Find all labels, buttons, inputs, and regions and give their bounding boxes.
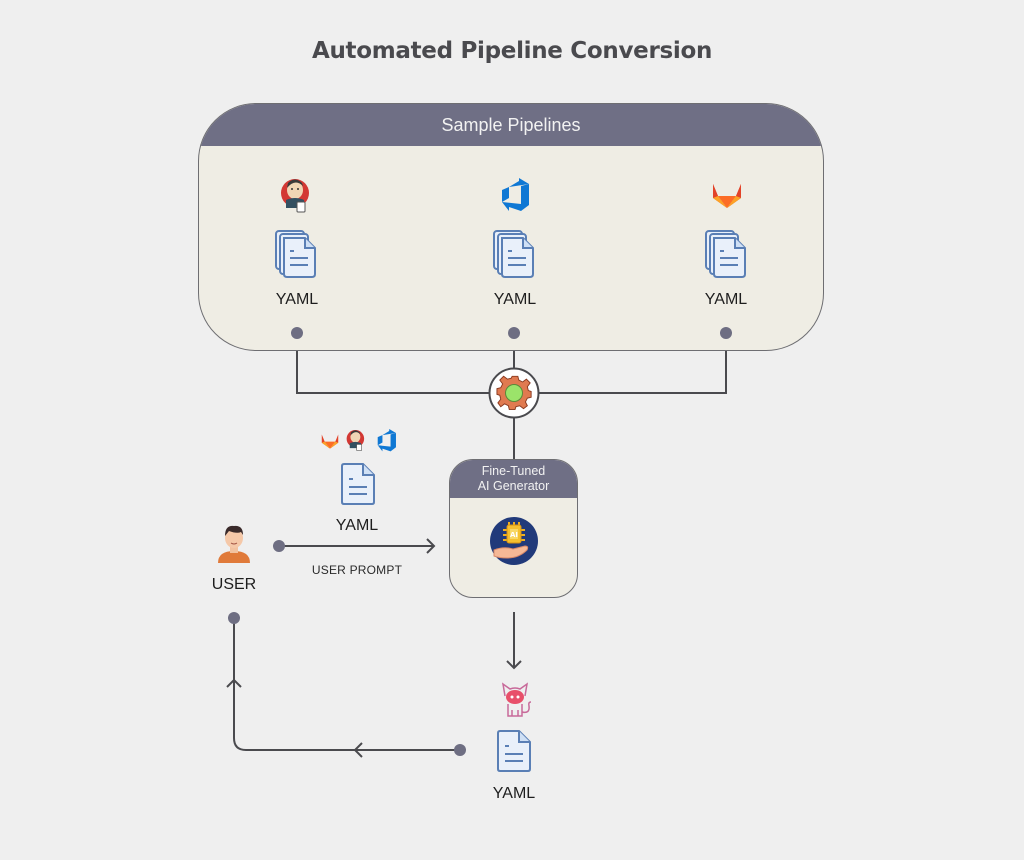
connector-dot xyxy=(454,744,466,756)
github-octocat-icon xyxy=(501,682,532,717)
ai-generator-header: Fine-Tuned AI Generator xyxy=(450,460,577,498)
jenkins-icon xyxy=(281,179,309,213)
pipeline-label-jenkins: YAML xyxy=(275,291,319,308)
ai-generator-title-line1: Fine-Tuned xyxy=(481,464,546,478)
connector-gitlab xyxy=(538,333,727,394)
arrowhead-output xyxy=(506,660,522,670)
gitlab-icon xyxy=(321,434,339,449)
ai-chip-hand-icon: AI xyxy=(490,517,538,565)
svg-text:AI: AI xyxy=(510,531,518,539)
arrowhead-user-prompt xyxy=(426,538,436,554)
pipeline-label-gitlab: YAML xyxy=(704,291,748,308)
connector-jenkins xyxy=(296,333,490,394)
azure-devops-icon xyxy=(502,178,529,211)
user-input-file-label: YAML xyxy=(335,517,379,534)
connector-dot xyxy=(720,327,732,339)
jenkins-icon xyxy=(346,430,365,451)
gear-icon xyxy=(488,367,540,419)
stacked-documents-icon xyxy=(493,230,534,278)
output-file-label: YAML xyxy=(492,785,536,802)
document-icon xyxy=(497,730,531,772)
sample-pipelines-header: Sample Pipelines xyxy=(199,104,823,146)
arrowhead-return-left xyxy=(353,742,363,758)
diagram-title: Automated Pipeline Conversion xyxy=(311,38,713,64)
arrowhead-return-up xyxy=(226,678,242,688)
user-prompt-label: USER PROMPT xyxy=(311,563,403,577)
ai-generator-title-line2: AI Generator xyxy=(477,479,550,493)
stacked-documents-icon xyxy=(705,230,746,278)
connector-dot xyxy=(508,327,520,339)
gitlab-icon xyxy=(713,184,741,208)
azure-devops-icon xyxy=(377,429,396,452)
connector-dot xyxy=(273,540,285,552)
stacked-documents-icon xyxy=(275,230,316,278)
document-icon xyxy=(341,463,375,505)
sample-pipelines-panel: Sample Pipelines xyxy=(198,103,824,351)
pipeline-label-azure: YAML xyxy=(493,291,537,308)
connector-output-to-user xyxy=(233,618,460,751)
user-label: USER xyxy=(211,576,257,593)
connector-dot xyxy=(228,612,240,624)
connector-dot xyxy=(291,327,303,339)
user-avatar-icon xyxy=(218,525,250,563)
